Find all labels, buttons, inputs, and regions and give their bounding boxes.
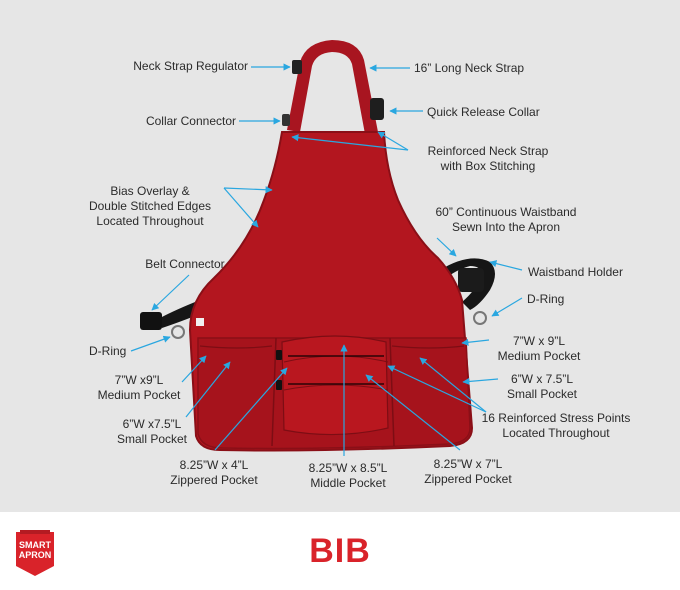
logo-text-line2: APRON xyxy=(19,550,52,560)
label-line: with Box Stitching xyxy=(440,159,536,173)
zipper-pull-left xyxy=(276,350,282,360)
neck-strap xyxy=(287,40,378,134)
label-line: Zippered Pocket xyxy=(170,473,258,487)
label-line: 60” Continuous Waistband xyxy=(435,205,577,219)
footer-bar: SMART APRON BIB xyxy=(0,512,680,590)
label-line: Reinforced Neck Strap xyxy=(427,144,549,158)
label-line: Small Pocket xyxy=(116,432,188,446)
label-line: 8.25”W x 7”L xyxy=(433,457,503,471)
label-quick-release-collar: Quick Release Collar xyxy=(427,105,540,119)
apron-illustration xyxy=(130,40,523,456)
label-line: Located Throughout xyxy=(96,214,204,228)
label-line: Medium Pocket xyxy=(497,349,581,363)
label-line: Zippered Pocket xyxy=(424,472,512,486)
label-stress-points: 16 Reinforced Stress Points Located Thro… xyxy=(472,411,640,441)
label-neck-strap-regulator: Neck Strap Regulator xyxy=(133,59,248,73)
collar-connector-ring xyxy=(282,114,290,126)
label-line: Middle Pocket xyxy=(310,476,386,490)
label-line: Located Throughout xyxy=(502,426,610,440)
label-line: 6”W x 7.5”L xyxy=(510,372,573,386)
zipper-pull-lower xyxy=(276,380,282,390)
label-d-ring-left: D-Ring xyxy=(89,344,127,358)
page-title: BIB xyxy=(309,532,371,570)
label-zippered-pocket-right: 8.25”W x 7”L Zippered Pocket xyxy=(412,457,524,487)
label-small-pocket-right: 6”W x 7.5”L Small Pocket xyxy=(492,372,592,402)
label-middle-pocket: 8.25”W x 8.5”L Middle Pocket xyxy=(292,461,404,491)
d-ring-left-shape xyxy=(171,325,185,339)
logo-text-line1: SMART xyxy=(19,540,51,550)
label-line: 7”W x 9”L xyxy=(512,334,565,348)
smart-apron-logo: SMART APRON xyxy=(16,530,54,576)
quick-release-buckle xyxy=(370,98,384,120)
label-tag xyxy=(196,318,204,326)
label-line: Small Pocket xyxy=(506,387,578,401)
label-waistband-holder: Waistband Holder xyxy=(528,265,623,279)
label-collar-connector: Collar Connector xyxy=(145,114,236,128)
label-line: Double Stitched Edges xyxy=(88,199,212,213)
label-line: 7”W x9”L xyxy=(114,373,164,387)
label-line: Medium Pocket xyxy=(97,388,181,402)
label-long-neck-strap: 16” Long Neck Strap xyxy=(414,61,525,75)
waistband-holder-buckle xyxy=(458,268,484,292)
belt-connector-buckle xyxy=(140,312,162,330)
label-reinforced-neck-strap: Reinforced Neck Strap with Box Stitching xyxy=(412,144,564,174)
label-line: 8.25”W x 4”L xyxy=(179,458,249,472)
apron-diagram: Neck Strap Regulator 16” Long Neck Strap… xyxy=(78,40,640,491)
label-medium-pocket-right: 7”W x 9”L Medium Pocket xyxy=(484,334,594,364)
label-line: 6”W x7.5”L xyxy=(122,417,182,431)
label-line: 8.25”W x 8.5”L xyxy=(308,461,388,475)
label-bias-overlay: Bias Overlay & Double Stitched Edges Loc… xyxy=(78,184,222,229)
label-medium-pocket-left: 7”W x9”L Medium Pocket xyxy=(84,373,194,403)
label-line: Bias Overlay & xyxy=(110,184,190,198)
d-ring-right-shape xyxy=(473,311,487,325)
label-continuous-waistband: 60” Continuous Waistband Sewn Into the A… xyxy=(420,205,592,235)
neck-strap-regulator-buckle xyxy=(292,60,302,74)
label-small-pocket-left: 6”W x7.5”L Small Pocket xyxy=(104,417,200,447)
label-line: 16 Reinforced Stress Points xyxy=(481,411,631,425)
label-d-ring-right: D-Ring xyxy=(527,292,565,306)
label-belt-connector: Belt Connector xyxy=(145,257,225,271)
label-zippered-pocket-left: 8.25”W x 4”L Zippered Pocket xyxy=(158,458,270,488)
label-line: Sewn Into the Apron xyxy=(451,220,561,234)
